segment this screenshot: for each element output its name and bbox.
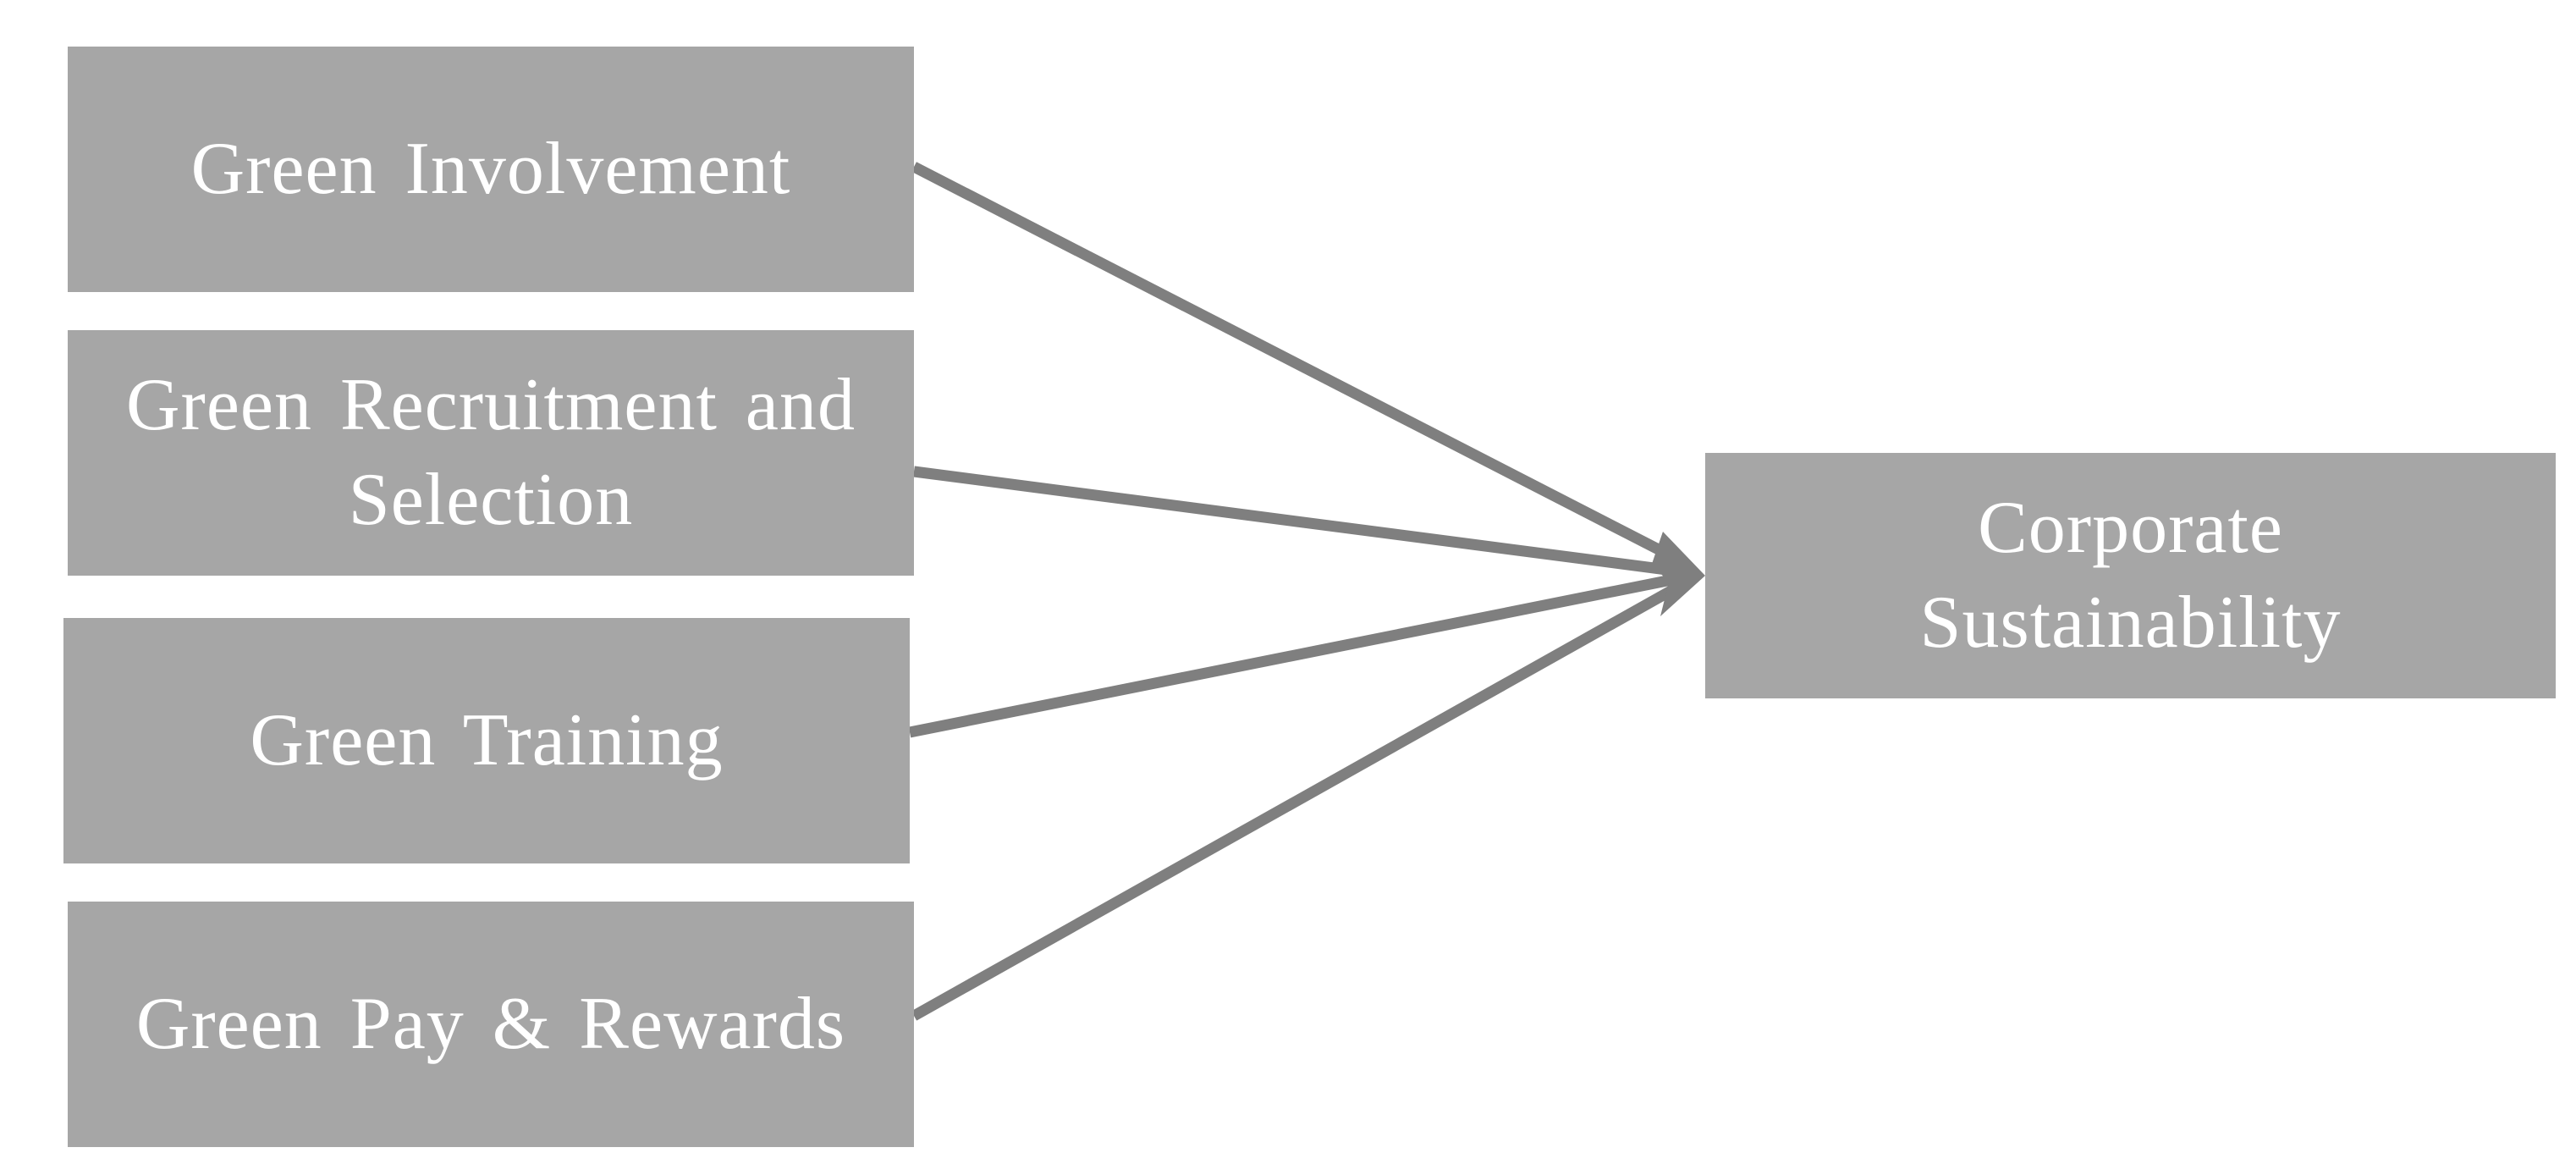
box-green-pay-and-rewards: Green Pay & Rewards bbox=[68, 902, 914, 1147]
box-green-involvement: Green Involvement bbox=[68, 47, 914, 292]
label-green-training: Green Training bbox=[250, 699, 724, 782]
label-green-pay-and-rewards: Green Pay & Rewards bbox=[135, 983, 846, 1066]
box-corporate-sustainability: Corporate Sustainability bbox=[1705, 453, 2556, 698]
box-green-recruitment-and-selection: Green Recruitment and Selection bbox=[68, 330, 914, 576]
label-green-recruitment-and-selection: Green Recruitment and Selection bbox=[125, 364, 856, 541]
label-corporate-sustainability: Corporate Sustainability bbox=[1919, 487, 2342, 664]
box-green-training: Green Training bbox=[63, 618, 910, 863]
arrow-involvement-to-sustainability bbox=[911, 162, 1682, 565]
arrow-recruitment-to-sustainability bbox=[913, 466, 1681, 577]
label-green-involvement: Green Involvement bbox=[190, 128, 791, 211]
arrowhead bbox=[1652, 532, 1705, 616]
arrow-pay-to-sustainability bbox=[911, 581, 1683, 1021]
arrow-training-to-sustainability bbox=[908, 572, 1682, 738]
